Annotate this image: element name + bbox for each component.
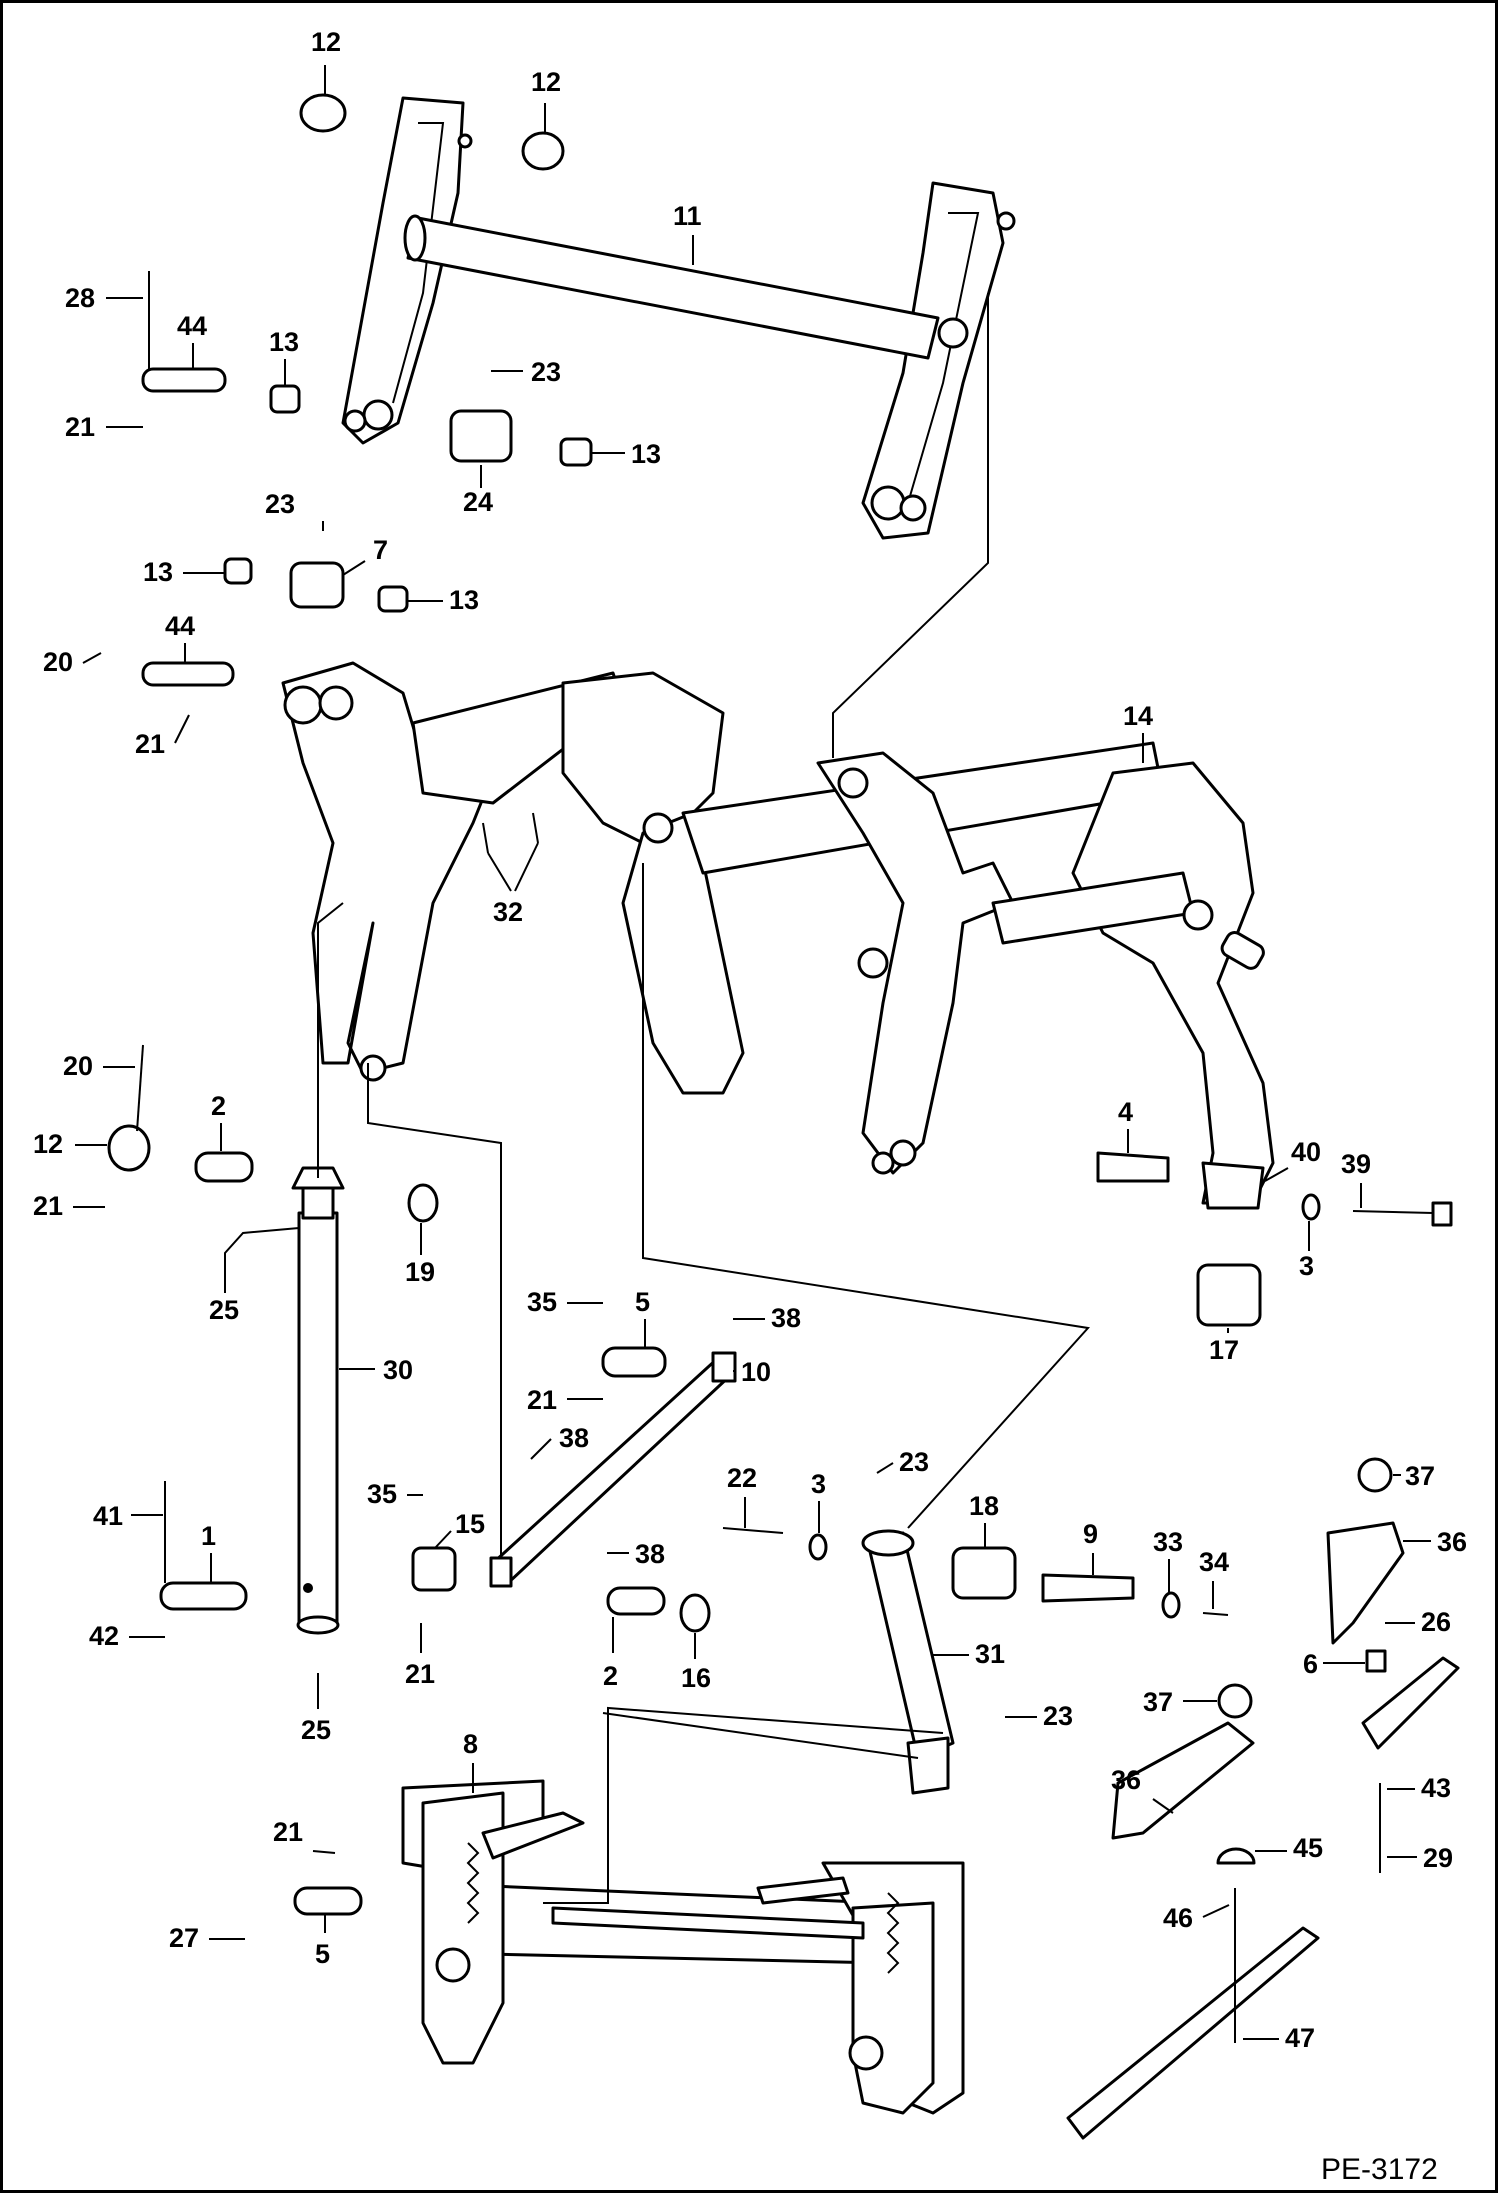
callout-23: 23 xyxy=(1043,1701,1073,1731)
mount-frame-assembly xyxy=(281,661,1275,1210)
exploded-parts-drawing: 12 12 11 28 44 13 23 21 13 24 23 7 13 13… xyxy=(33,27,1467,2186)
callout-46: 46 xyxy=(1163,1903,1193,1933)
callout-13: 13 xyxy=(449,585,479,615)
callout-29: 29 xyxy=(1423,1843,1453,1873)
callout-38: 38 xyxy=(635,1539,665,1569)
callout-33: 33 xyxy=(1153,1527,1183,1557)
callout-35: 35 xyxy=(527,1287,557,1317)
callout-39: 39 xyxy=(1341,1149,1371,1179)
tilt-cylinder xyxy=(861,1529,955,1795)
callout-20: 20 xyxy=(43,647,73,677)
callout-16: 16 xyxy=(681,1663,711,1693)
callout-42: 42 xyxy=(89,1621,119,1651)
callout-21: 21 xyxy=(33,1191,63,1221)
callout-38: 38 xyxy=(559,1423,589,1453)
callout-37: 37 xyxy=(1143,1687,1173,1717)
callout-3: 3 xyxy=(1299,1251,1314,1281)
mount-plate-assembly xyxy=(401,1779,965,2115)
callout-44: 44 xyxy=(165,611,195,641)
callout-6: 6 xyxy=(1303,1649,1318,1679)
callout-13: 13 xyxy=(631,439,661,469)
link-bar xyxy=(489,1351,737,1588)
callout-34: 34 xyxy=(1199,1547,1229,1577)
callout-21: 21 xyxy=(135,729,165,759)
callout-30: 30 xyxy=(383,1355,413,1385)
drawing-code: PE-3172 xyxy=(1321,2153,1438,2186)
callout-12: 12 xyxy=(311,27,341,57)
callout-12: 12 xyxy=(33,1129,63,1159)
callout-41: 41 xyxy=(93,1501,123,1531)
callout-19: 19 xyxy=(405,1257,435,1287)
callout-35: 35 xyxy=(367,1479,397,1509)
callout-20: 20 xyxy=(63,1051,93,1081)
callout-21: 21 xyxy=(405,1659,435,1689)
callout-17: 17 xyxy=(1209,1335,1239,1365)
callout-32: 32 xyxy=(493,897,523,927)
callout-23: 23 xyxy=(899,1447,929,1477)
lift-arm-assembly xyxy=(341,96,1016,540)
callout-13: 13 xyxy=(143,557,173,587)
callout-43: 43 xyxy=(1421,1773,1451,1803)
reference-lines xyxy=(317,293,1090,1904)
callout-8: 8 xyxy=(463,1729,478,1759)
callout-25: 25 xyxy=(209,1295,239,1325)
callout-47: 47 xyxy=(1285,2023,1315,2053)
callout-44: 44 xyxy=(177,311,207,341)
callout-21: 21 xyxy=(527,1385,557,1415)
callout-2: 2 xyxy=(211,1091,226,1121)
callout-36: 36 xyxy=(1437,1527,1467,1557)
callout-3: 3 xyxy=(811,1469,826,1499)
callout-28: 28 xyxy=(65,283,95,313)
callout-40: 40 xyxy=(1291,1137,1321,1167)
callout-21: 21 xyxy=(65,412,95,442)
callout-31: 31 xyxy=(975,1639,1005,1669)
callout-14: 14 xyxy=(1123,701,1153,731)
callout-2: 2 xyxy=(603,1661,618,1691)
callout-23: 23 xyxy=(531,357,561,387)
callout-23: 23 xyxy=(265,489,295,519)
callout-45: 45 xyxy=(1293,1833,1323,1863)
callout-11: 11 xyxy=(673,201,702,231)
callout-12: 12 xyxy=(531,67,561,97)
callout-13: 13 xyxy=(269,327,299,357)
callout-26: 26 xyxy=(1421,1607,1451,1637)
callout-21: 21 xyxy=(273,1817,303,1847)
callout-4: 4 xyxy=(1118,1097,1133,1127)
lift-cylinder xyxy=(291,1166,345,1635)
callout-27: 27 xyxy=(169,1923,199,1953)
callouts: 12 12 11 28 44 13 23 21 13 24 23 7 13 13… xyxy=(33,27,1467,2053)
callout-38: 38 xyxy=(771,1303,801,1333)
callout-25: 25 xyxy=(301,1715,331,1745)
callout-5: 5 xyxy=(315,1939,330,1969)
callout-15: 15 xyxy=(455,1509,485,1539)
callout-18: 18 xyxy=(969,1491,999,1521)
callout-24: 24 xyxy=(463,487,493,517)
loose-parts xyxy=(107,93,1460,2140)
callout-22: 22 xyxy=(727,1463,757,1493)
callout-37: 37 xyxy=(1405,1461,1435,1491)
callout-5: 5 xyxy=(635,1287,650,1317)
callout-9: 9 xyxy=(1083,1519,1098,1549)
callout-1: 1 xyxy=(201,1521,216,1551)
callout-10: 10 xyxy=(741,1357,771,1387)
callout-36: 36 xyxy=(1111,1765,1141,1795)
callout-7: 7 xyxy=(373,535,388,565)
